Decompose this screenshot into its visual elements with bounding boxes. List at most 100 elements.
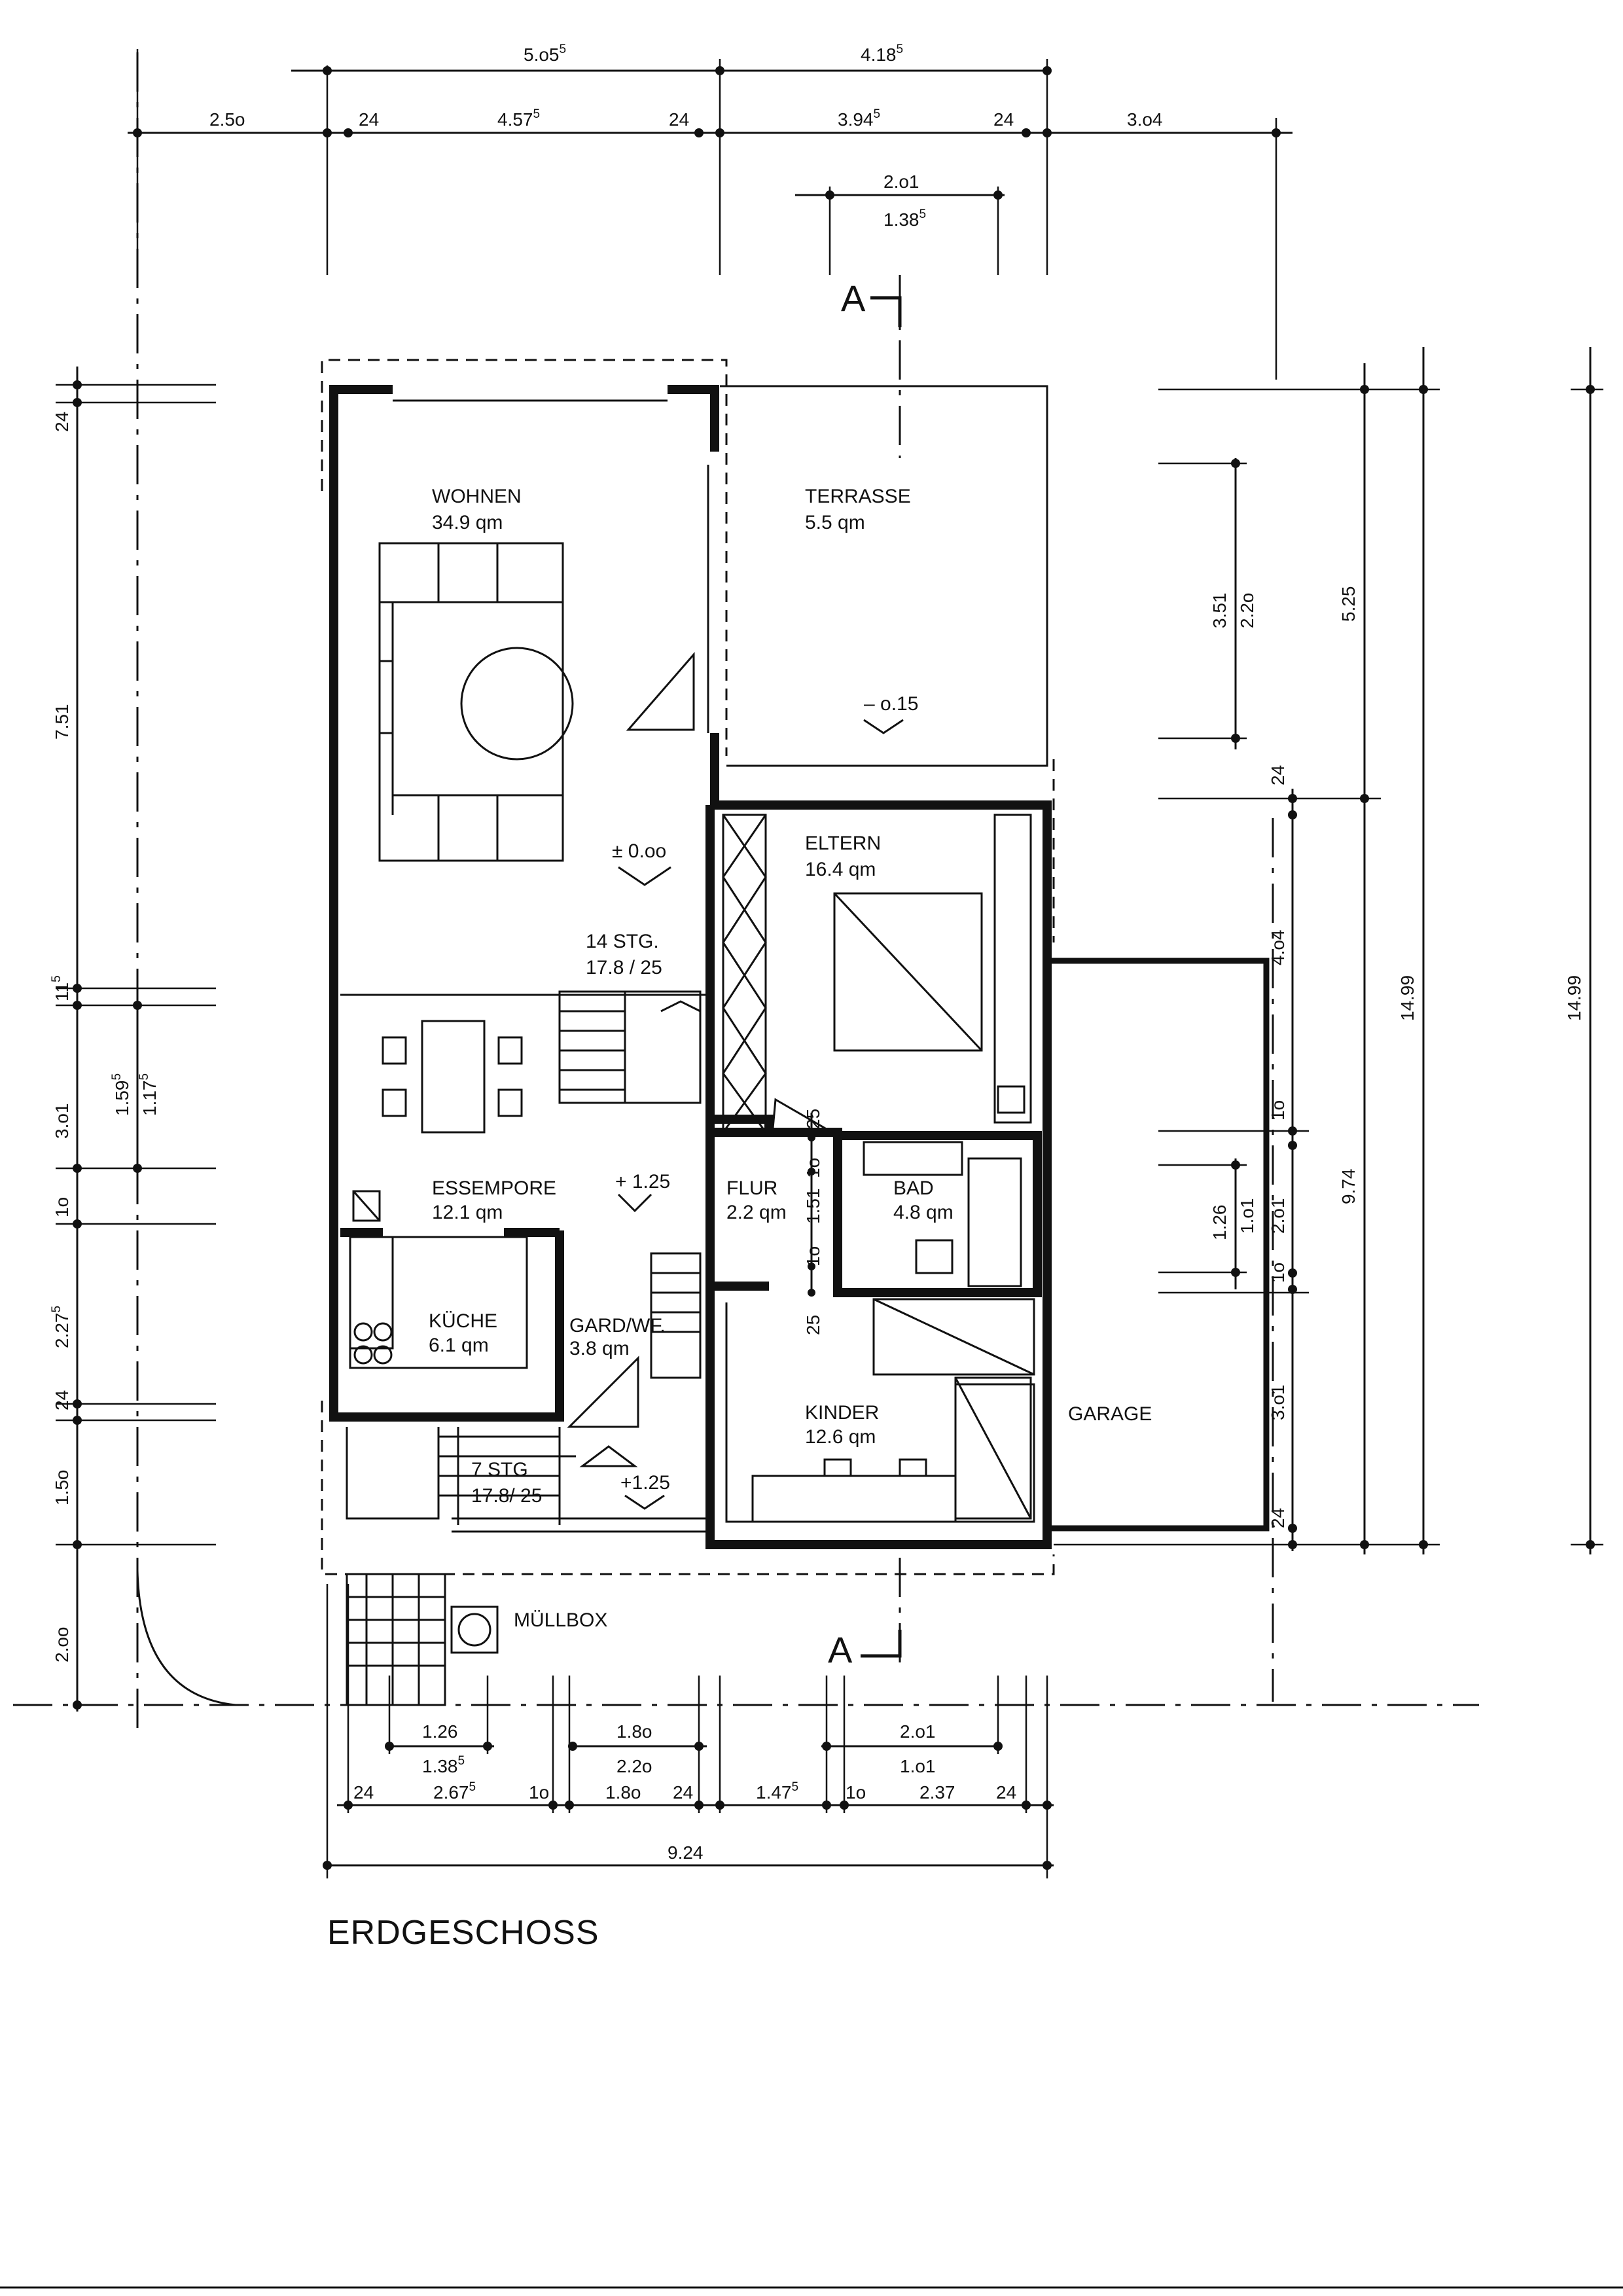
- dim-right-24-top: 24: [1268, 765, 1288, 785]
- dim-left-24-b: 24: [52, 1390, 72, 1410]
- dim-bottom-2o1: 2.o1: [900, 1721, 936, 1742]
- sofa-outline: [378, 542, 564, 862]
- level-marker-entry: [624, 1494, 665, 1510]
- round-table: [460, 647, 574, 761]
- room-name-essempore: ESSEMPORE: [432, 1177, 556, 1199]
- dim-bottom-24-b: 24: [673, 1782, 693, 1803]
- section-markers: A A: [828, 278, 902, 1670]
- dim-window-2o1: 2.o1: [883, 171, 919, 192]
- dim-left-2oo: 2.oo: [52, 1627, 72, 1663]
- flur-rise-25-a: 25: [803, 1109, 823, 1129]
- dim-bottom-924: 9.24: [668, 1842, 704, 1863]
- section-arrow-a-bottom: [861, 1630, 902, 1658]
- dim-right-22o: 2.2o: [1237, 593, 1257, 629]
- dim-bottom-22o: 2.2o: [616, 1756, 652, 1776]
- dim-top-394: 3.945: [838, 107, 880, 130]
- dim-right-1o-a: 1o: [1268, 1100, 1288, 1121]
- dim-bottom-1385: 1.385: [422, 1754, 465, 1776]
- flur-rise-1o-a: 1o: [803, 1158, 823, 1178]
- level-terrasse: – o.15: [864, 693, 918, 715]
- dim-right-2o1: 2.o1: [1268, 1198, 1288, 1234]
- dim-bottom-24-a: 24: [353, 1782, 374, 1803]
- door-leaf-eltern: [771, 1098, 842, 1137]
- dim-bottom-18o-b: 1.8o: [605, 1782, 641, 1803]
- stair-upper-ratio: 17.8 / 25: [586, 957, 662, 978]
- annotations: ± 0.oo – o.15 + 1.25 +1.25 14 STG. 17.8 …: [471, 693, 918, 1507]
- flur-rise-1o-b: 1o: [803, 1246, 823, 1266]
- dimensions-bottom: 1.26 1.8o 2.o1 1.385 2.2o 1.o1 24 2.675 …: [323, 1584, 1054, 1878]
- level-wohnen: ± 0.oo: [612, 840, 666, 862]
- room-name-garage: GARAGE: [1068, 1403, 1152, 1425]
- terrace-outline: [720, 385, 1048, 767]
- wall-west: [329, 385, 564, 1422]
- dimensions-right: 3.51 2.2o 1.26 1.o1 24 4.o4 1o 2.o1 1o 3…: [1054, 347, 1603, 1554]
- dim-right-3o1: 3.o1: [1268, 1385, 1288, 1421]
- dim-right-974: 9.74: [1338, 1169, 1359, 1205]
- dim-bottom-1o-a: 1o: [529, 1782, 549, 1803]
- dim-right-24-bottom: 24: [1268, 1508, 1288, 1528]
- room-name-wohnen: WOHNEN: [432, 486, 522, 507]
- dim-top-457: 4.575: [497, 107, 540, 130]
- door-swing-arc: [136, 1570, 236, 1706]
- building: [321, 359, 1270, 1706]
- section-arrow-a-top: [870, 296, 902, 327]
- dim-left-2275: 2.275: [50, 1306, 72, 1348]
- room-name-terrasse: TERRASSE: [805, 486, 911, 507]
- kinder-shelf: [872, 1298, 1035, 1376]
- roof-overhang-south: [321, 1401, 1055, 1575]
- dim-window-138: 1.385: [883, 207, 926, 230]
- level-entry: +1.25: [620, 1472, 670, 1494]
- dim-bottom-237: 2.37: [919, 1782, 955, 1803]
- door-leaf-terrace: [626, 651, 695, 731]
- garage-walls: [1047, 958, 1270, 1532]
- wardrobe: [722, 814, 767, 1134]
- level-essempore: + 1.25: [615, 1171, 670, 1193]
- stair-upper-steps: 14 STG.: [586, 931, 659, 952]
- dim-right-1499-a: 14.99: [1397, 975, 1418, 1021]
- kitchen-counter: [349, 1236, 528, 1369]
- dim-left-115: 115: [50, 975, 72, 1001]
- desk: [751, 1475, 957, 1523]
- axis-lines: [13, 52, 1479, 1728]
- dim-top-24-a: 24: [359, 109, 379, 130]
- dim-bottom-18o-a: 1.8o: [616, 1721, 652, 1742]
- flur-rise-25-b: 25: [803, 1315, 823, 1335]
- stair-upper: [558, 990, 702, 1104]
- room-name-eltern: ELTERN: [805, 833, 881, 854]
- wall-bad: [710, 1128, 1042, 1297]
- dim-right-1o-b: 1o: [1268, 1263, 1288, 1283]
- dim-top-24-c: 24: [993, 109, 1014, 130]
- washbasin: [863, 1141, 963, 1176]
- room-labels: WOHNEN 34.9 qm TERRASSE 5.5 qm ELTERN 16…: [429, 486, 1152, 1631]
- dim-left-1175: 1.175: [137, 1073, 160, 1116]
- wall-north-east-corner: [668, 385, 719, 452]
- room-name-kinder: KINDER: [805, 1402, 879, 1424]
- room-name-flur: FLUR: [726, 1177, 777, 1199]
- dim-right-126: 1.26: [1209, 1205, 1230, 1241]
- outside-steps: [346, 1573, 446, 1706]
- drawing-title: ERDGESCHOSS: [327, 1914, 599, 1952]
- dim-left-24-top: 24: [52, 412, 72, 432]
- sofa-back: [378, 601, 394, 815]
- dim-bottom-1o1: 1.o1: [900, 1756, 936, 1776]
- dim-right-1499-b: 14.99: [1564, 975, 1584, 1021]
- dim-top-3o4: 3.o4: [1127, 109, 1163, 130]
- bed: [833, 892, 983, 1052]
- room-name-muellbox: MÜLLBOX: [514, 1609, 607, 1631]
- dim-left-751: 7.51: [52, 704, 72, 740]
- room-area-kinder: 12.6 qm: [805, 1426, 876, 1448]
- roof-overhang-north: [321, 359, 728, 756]
- eltern-cabinet: [993, 814, 1032, 1124]
- room-area-gard: 3.8 qm: [569, 1338, 630, 1359]
- room-name-bad: BAD: [893, 1177, 934, 1199]
- room-area-wohnen: 34.9 qm: [432, 512, 503, 533]
- dim-top-24-b: 24: [669, 109, 689, 130]
- bathtub: [967, 1157, 1022, 1287]
- toilet: [915, 1239, 954, 1274]
- room-name-gard: GARD/WF.: [569, 1315, 666, 1336]
- section-marker-a-bottom: A: [828, 1629, 853, 1670]
- dim-bottom-2675: 2.675: [433, 1780, 476, 1803]
- dim-top-25o: 2.5o: [209, 109, 245, 130]
- level-marker-terrasse: [863, 719, 904, 734]
